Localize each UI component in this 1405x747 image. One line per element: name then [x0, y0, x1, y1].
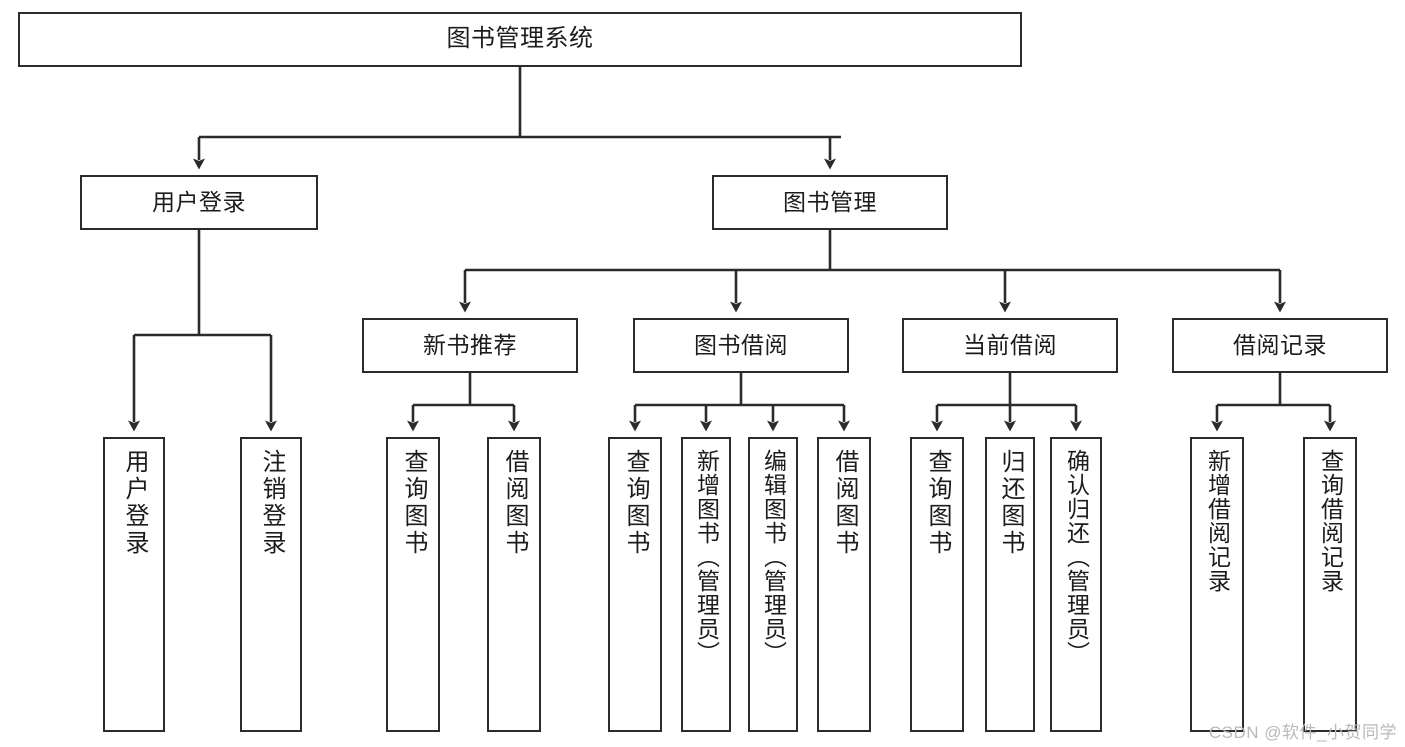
- edge-newbook-to-children: [407, 373, 520, 432]
- edge-bookmgmt-to-children: [459, 230, 1286, 313]
- node-current[interactable]: 当前借阅: [902, 318, 1118, 373]
- node-l-return[interactable]: 归还图书: [985, 437, 1035, 732]
- node-l-query2[interactable]: 查询图书: [608, 437, 662, 732]
- node-label-l-query2: 查询图书: [622, 449, 649, 557]
- node-newbook[interactable]: 新书推荐: [362, 318, 578, 373]
- node-label-login: 用户登录: [152, 188, 246, 215]
- node-label-l-query1: 查询图书: [400, 449, 427, 557]
- node-l-logout[interactable]: 注销登录: [240, 437, 302, 732]
- node-l-query1[interactable]: 查询图书: [386, 437, 440, 732]
- node-label-l-borrow1: 借阅图书: [501, 449, 528, 557]
- node-l-queryrec[interactable]: 查询借阅记录: [1303, 437, 1357, 732]
- node-label-l-edit: 编辑图书（管理员）: [760, 449, 787, 665]
- node-label-current: 当前借阅: [963, 331, 1057, 358]
- node-l-login[interactable]: 用户登录: [103, 437, 165, 732]
- node-label-newbook: 新书推荐: [423, 331, 517, 358]
- node-label-root: 图书管理系统: [446, 25, 594, 53]
- node-label-l-login: 用户登录: [121, 449, 148, 557]
- node-label-l-borrow2: 借阅图书: [831, 449, 858, 557]
- node-root[interactable]: 图书管理系统: [18, 12, 1022, 67]
- node-records[interactable]: 借阅记录: [1172, 318, 1388, 373]
- node-label-records: 借阅记录: [1233, 331, 1327, 358]
- node-label-l-queryrec: 查询借阅记录: [1317, 449, 1344, 593]
- node-label-l-add: 新增图书（管理员）: [693, 449, 720, 665]
- node-l-edit[interactable]: 编辑图书（管理员）: [748, 437, 798, 732]
- edge-root-to-children: [193, 67, 841, 170]
- node-bookmgmt[interactable]: 图书管理: [712, 175, 948, 230]
- node-l-borrow2[interactable]: 借阅图书: [817, 437, 871, 732]
- node-label-l-logout: 注销登录: [258, 449, 285, 557]
- node-l-confirm[interactable]: 确认归还（管理员）: [1050, 437, 1102, 732]
- node-l-addrec[interactable]: 新增借阅记录: [1190, 437, 1244, 732]
- node-borrow[interactable]: 图书借阅: [633, 318, 849, 373]
- edge-current-to-children: [931, 373, 1082, 432]
- node-label-bookmgmt: 图书管理: [783, 188, 877, 215]
- node-l-add[interactable]: 新增图书（管理员）: [681, 437, 731, 732]
- node-l-borrow1[interactable]: 借阅图书: [487, 437, 541, 732]
- edge-borrow-to-children: [629, 373, 850, 432]
- node-label-l-confirm: 确认归还（管理员）: [1063, 449, 1090, 665]
- watermark-label: CSDN @软件_小贺同学: [1208, 723, 1397, 742]
- edge-records-to-children: [1211, 373, 1336, 432]
- node-label-borrow: 图书借阅: [694, 331, 788, 358]
- node-label-l-return: 归还图书: [997, 449, 1024, 557]
- node-login[interactable]: 用户登录: [80, 175, 318, 230]
- node-label-l-addrec: 新增借阅记录: [1204, 449, 1231, 593]
- node-label-l-query3: 查询图书: [924, 449, 951, 557]
- node-l-query3[interactable]: 查询图书: [910, 437, 964, 732]
- edge-login-to-children: [128, 230, 277, 432]
